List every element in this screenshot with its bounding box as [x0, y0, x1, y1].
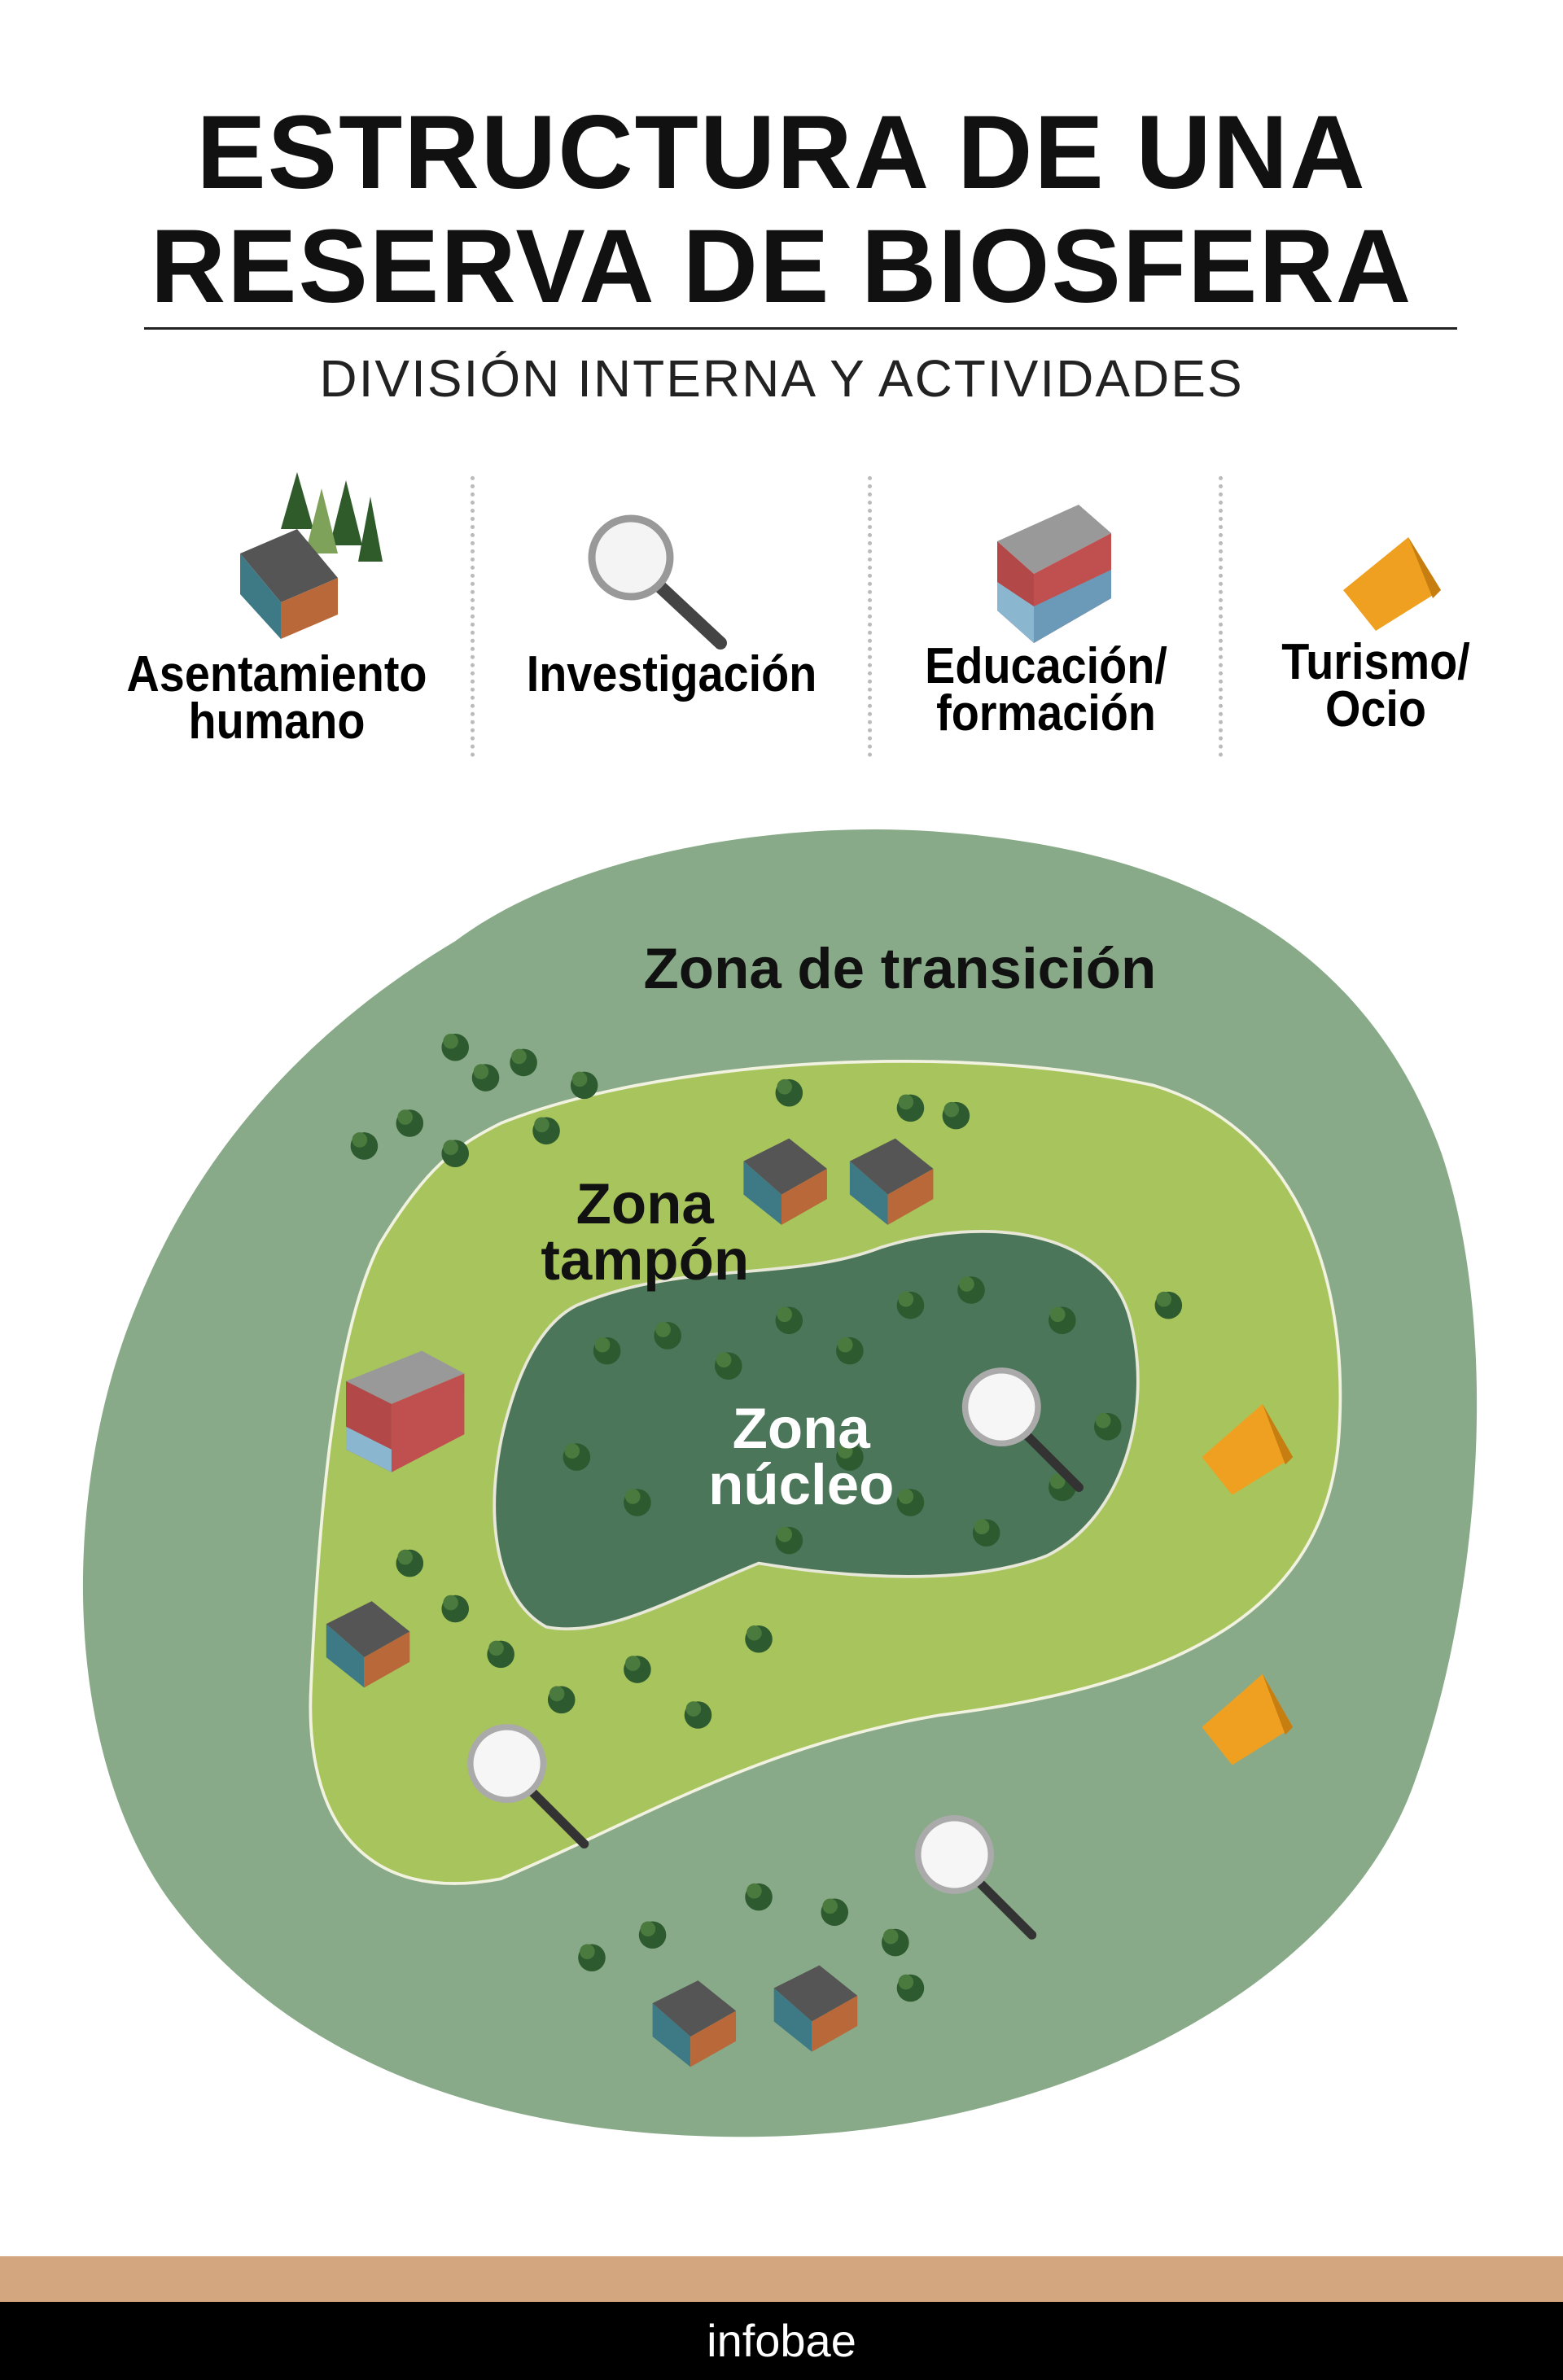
legend-separator [471, 476, 475, 757]
legend-separator [868, 476, 872, 757]
tent-icon [1343, 537, 1441, 631]
magnifying-glass-icon [588, 514, 727, 650]
education-building-marker [346, 1350, 465, 1472]
footer-bar: infobae [0, 2302, 1563, 2380]
buffer-zone-label-line1: Zona [576, 1172, 715, 1236]
title-line-2: RESERVA DE BIOSFERA [150, 208, 1413, 325]
core-zone-label-line1: Zona [733, 1397, 871, 1461]
subtitle: DIVISIÓN INTERNA Y ACTIVIDADES [319, 349, 1244, 408]
school-building-icon [997, 505, 1111, 643]
house-trees-icon [240, 472, 383, 639]
legend-separator [1219, 476, 1223, 757]
core-zone-label-line2: núcleo [708, 1453, 894, 1517]
buffer-zone-label-line2: tampón [541, 1228, 749, 1293]
title-divider [144, 327, 1457, 330]
brand-logo: infobae [707, 2315, 856, 2366]
legend-label-research: Investigación [526, 646, 817, 702]
transition-zone-label: Zona de transición [644, 937, 1157, 1001]
footer-accent-band [0, 2256, 1563, 2302]
legend-label-education: Educación/formación [925, 638, 1167, 742]
legend-label-tourism: Turismo/Ocio [1281, 634, 1470, 737]
title-line-1: ESTRUCTURA DE UNA [196, 94, 1367, 211]
